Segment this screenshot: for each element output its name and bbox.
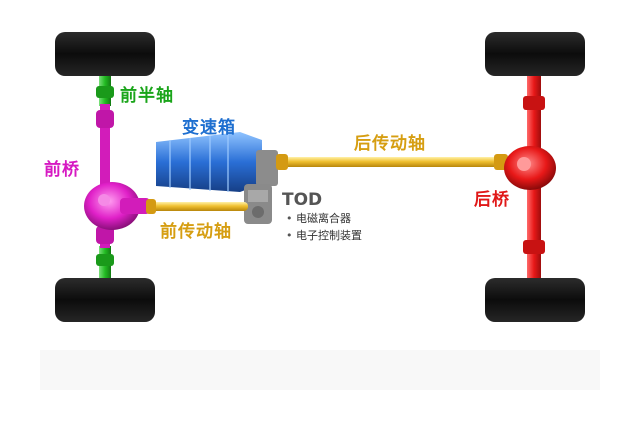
gearbox-label: 变速箱: [182, 118, 236, 138]
rear-drive-shaft-label: 后传动轴: [354, 134, 426, 154]
front-left-tire: [55, 32, 155, 76]
tod-item-clutch: 电磁离合器: [286, 210, 362, 227]
front-axle-label: 前桥: [44, 160, 80, 180]
tod-transfer-case: [244, 184, 272, 224]
front-right-tire: [55, 278, 155, 322]
front-drive-shaft-label: 前传动轴: [160, 222, 232, 242]
gearbox: [156, 132, 278, 192]
front-half-shaft-lower: [96, 246, 114, 278]
rear-right-tire: [485, 278, 585, 322]
tod-title: TOD: [282, 190, 323, 210]
rear-drive-shaft: [276, 154, 512, 170]
rear-left-tire: [485, 32, 585, 76]
front-drive-shaft: [146, 199, 248, 214]
front-axle: [84, 104, 150, 248]
front-half-shaft-label: 前半轴: [120, 86, 174, 106]
tod-item-controller: 电子控制装置: [286, 227, 362, 244]
rear-axle: [504, 76, 556, 278]
tod-feature-list: 电磁离合器 电子控制装置: [286, 210, 362, 244]
rear-axle-label: 后桥: [474, 190, 510, 210]
front-half-shaft-upper: [96, 76, 114, 106]
